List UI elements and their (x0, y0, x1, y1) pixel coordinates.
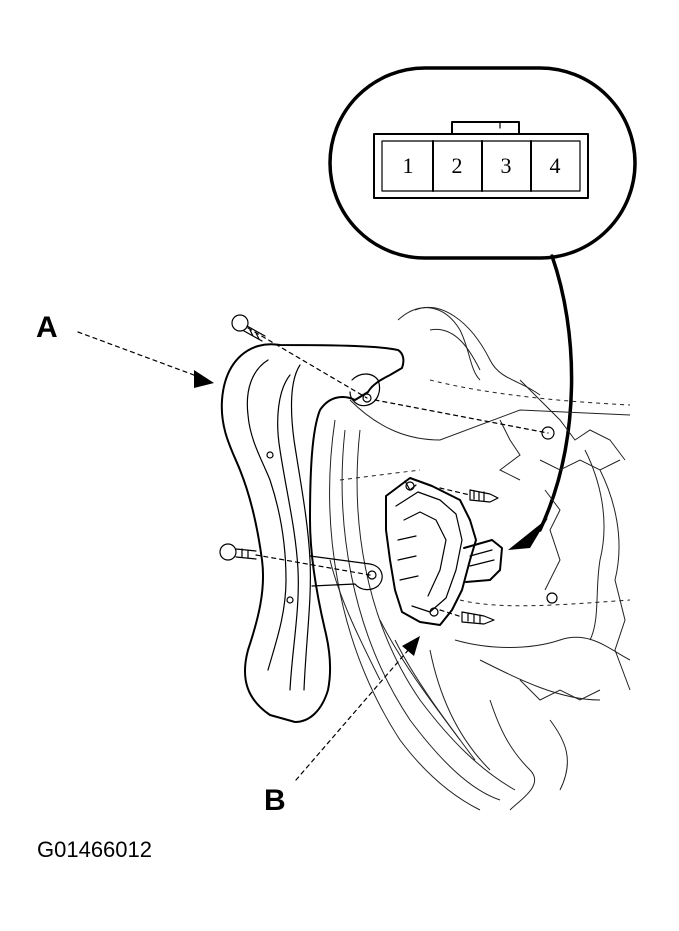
screw-unit-lower (439, 592, 558, 625)
connector-pin-4: 4 (550, 153, 561, 178)
callout-b-label: B (264, 784, 286, 817)
part-a-panel (220, 343, 405, 723)
connector-leader-line (538, 254, 574, 532)
connector-pin-3: 3 (501, 153, 512, 178)
connector-leader-arrowhead (508, 518, 548, 550)
callout-a-arrowhead (194, 370, 214, 388)
screw-right-upper (374, 399, 555, 440)
callout-a-label: A (36, 311, 58, 344)
callout-b-group: B (264, 636, 420, 817)
figure-code: G01466012 (37, 837, 152, 862)
screw-upper-left (231, 314, 368, 399)
callout-a-group: A (36, 311, 214, 388)
callout-b-leader (295, 647, 411, 781)
connector-bubble (328, 66, 637, 260)
connector-face: 1 2 3 4 (373, 121, 589, 199)
dashboard-structure (329, 306, 631, 811)
callout-a-leader (77, 331, 203, 379)
connector-callout: 1 2 3 4 (328, 66, 637, 550)
screw-unit-upper (439, 487, 499, 503)
connector-pin-2: 2 (452, 153, 463, 178)
callout-b-arrowhead (402, 636, 420, 656)
part-b-unit (385, 477, 503, 626)
connector-pin-1: 1 (403, 153, 414, 178)
screw-mid-left (219, 543, 371, 576)
